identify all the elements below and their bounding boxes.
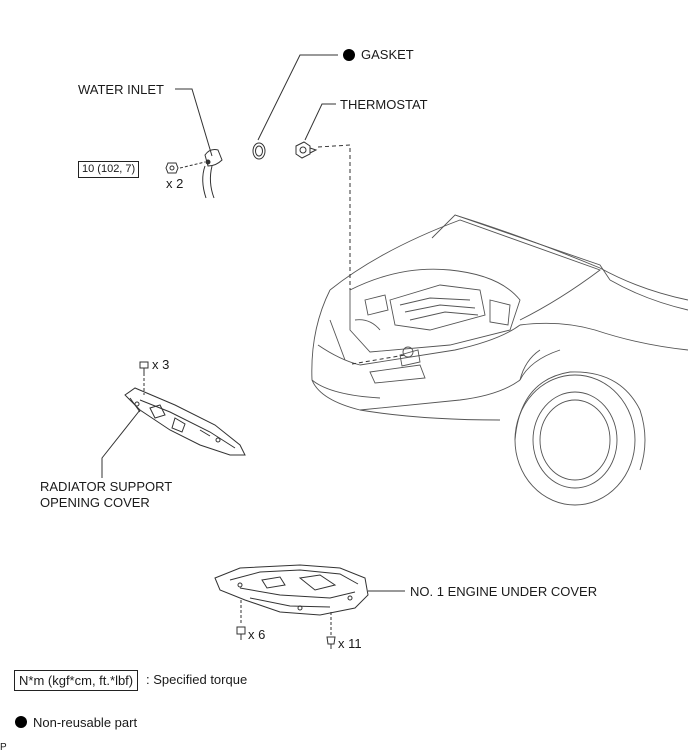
radiator-cover-label-line1: RADIATOR SUPPORT (40, 479, 173, 494)
torque-legend-desc: : Specified torque (146, 672, 248, 687)
torque-spec-box: 10 (102, 7) (78, 161, 140, 178)
water-inlet-bolt-qty: x 2 (166, 176, 184, 191)
thermostat-part (295, 141, 318, 159)
water-inlet-label: WATER INLET (78, 82, 164, 97)
radiator-cover-clip (139, 361, 149, 376)
non-reusable-marker (343, 49, 355, 61)
water-inlet-part (202, 149, 223, 199)
non-reusable-legend-dot (15, 716, 27, 728)
gasket-label: GASKET (361, 47, 414, 62)
under-cover-bolt (236, 626, 246, 640)
under-cover-bolt-qty: x 6 (248, 627, 266, 642)
corner-mark: P (0, 742, 7, 753)
under-cover-clip (326, 636, 336, 649)
radiator-cover-clip-qty: x 3 (152, 357, 170, 372)
torque-legend-box: N*m (kgf*cm, ft.*lbf) (14, 670, 139, 691)
vehicle-outline (311, 214, 688, 506)
thermostat-label: THERMOSTAT (340, 97, 428, 112)
under-cover-clip-qty: x 11 (338, 636, 362, 651)
engine-under-cover-label: NO. 1 ENGINE UNDER COVER (410, 584, 598, 599)
engine-under-cover (214, 564, 369, 616)
water-inlet-bolt (165, 162, 179, 174)
radiator-cover-label-line2: OPENING COVER (40, 495, 150, 510)
gasket-part (252, 142, 266, 160)
non-reusable-legend-label: Non-reusable part (33, 715, 138, 730)
radiator-support-cover (124, 387, 246, 456)
